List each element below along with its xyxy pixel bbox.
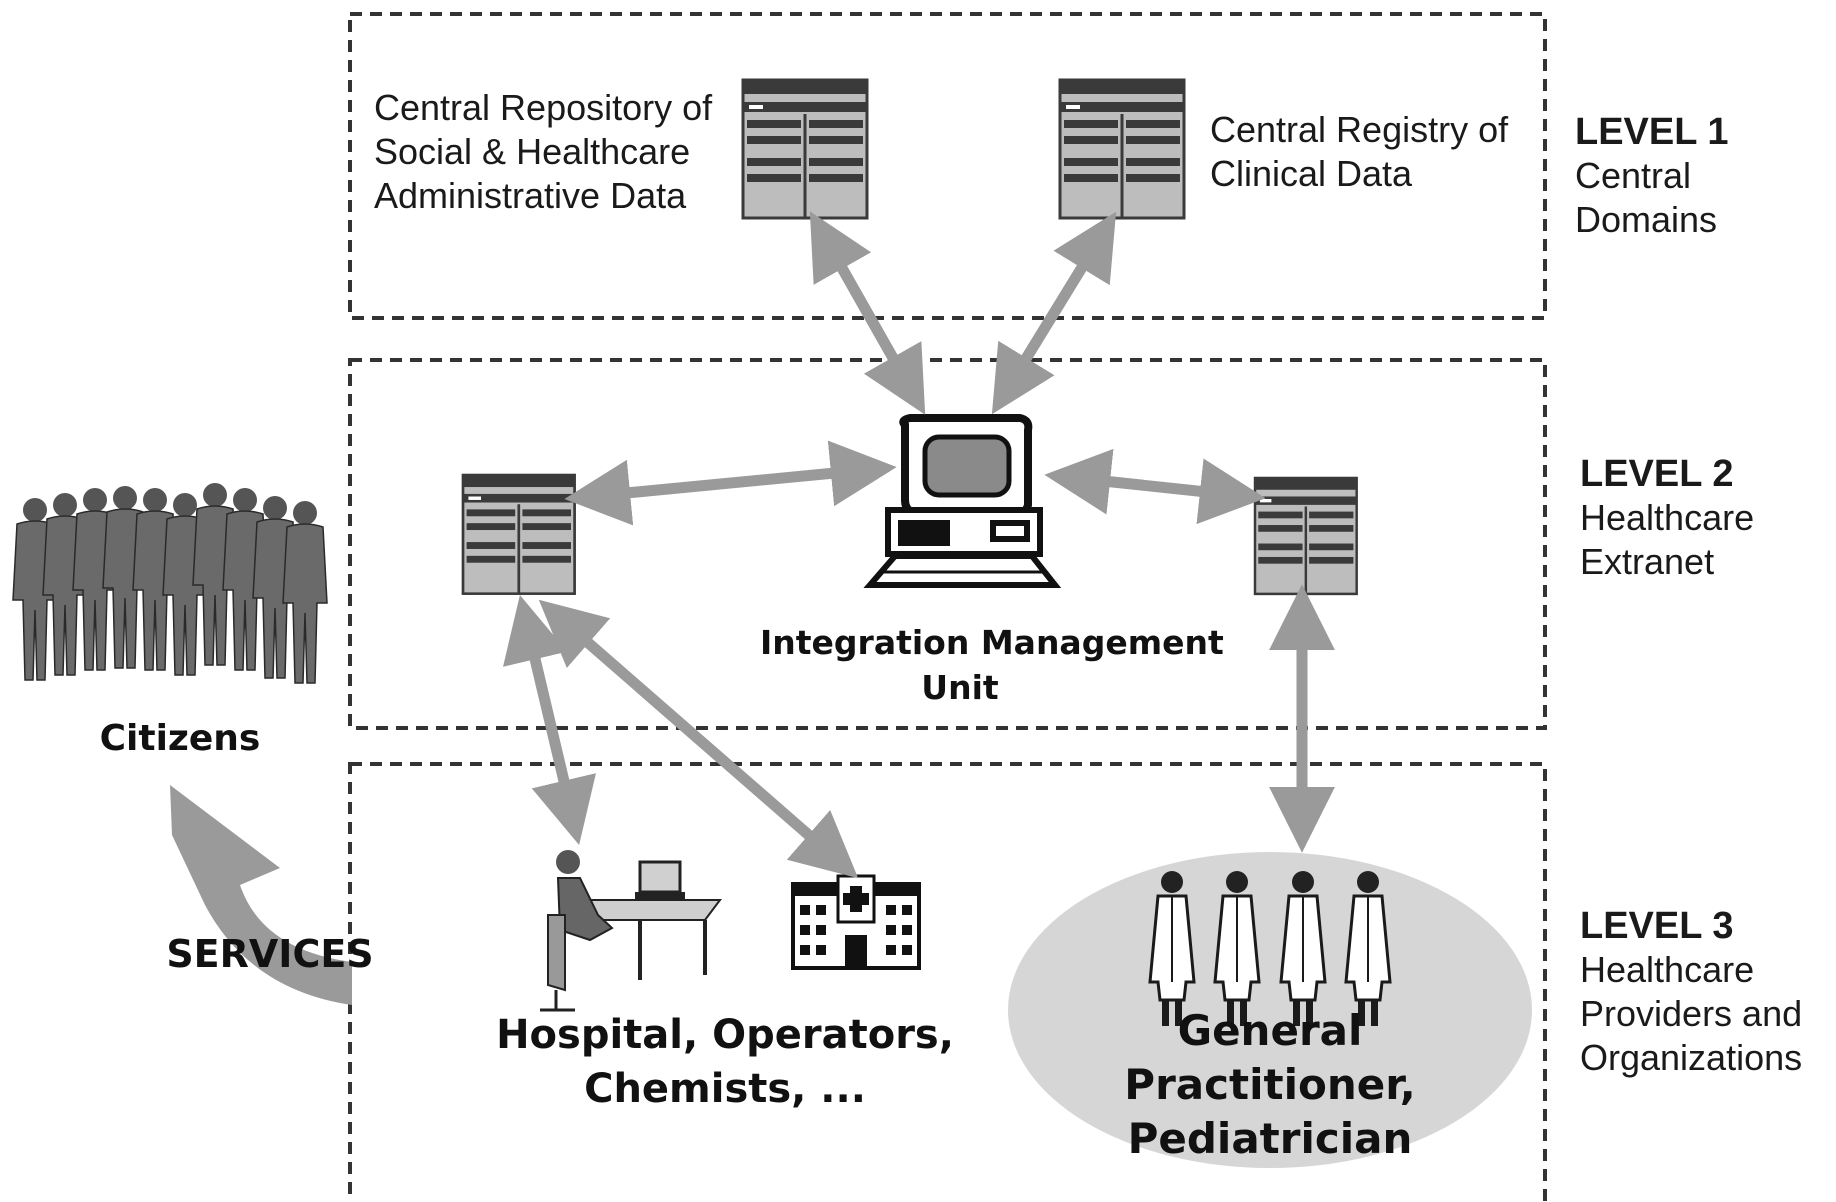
computer-icon	[863, 414, 1062, 588]
hospital-label: Hospital, Operators, Chemists, ...	[496, 1012, 954, 1112]
operator-workstation-icon	[540, 850, 722, 1012]
gp-ellipse	[1008, 852, 1532, 1168]
level3-label: LEVEL 3 Healthcare Providers and Organiz…	[1580, 905, 1803, 1078]
level2-label: LEVEL 2 Healthcare Extranet	[1580, 453, 1755, 582]
arrow-leftdb-unit	[564, 440, 897, 526]
registry-database-icon	[1058, 78, 1186, 220]
repository-label: Central Repository of Social & Healthcar…	[374, 87, 713, 216]
left-database-icon	[461, 473, 576, 596]
registry-label: Central Registry of Clinical Data	[1210, 109, 1509, 194]
level2-box	[348, 358, 1547, 730]
arrow-leftdb-operator	[503, 595, 596, 845]
services-label: SERVICES	[166, 932, 374, 976]
citizens-label: Citizens	[99, 718, 261, 759]
arrow-leftdb-hospital	[538, 599, 859, 879]
repository-database-icon	[741, 78, 869, 220]
level1-box	[348, 12, 1547, 320]
arrow-unit-rightdb	[1044, 448, 1266, 525]
arrow-repo-unit	[809, 211, 926, 415]
arrow-registry-unit	[991, 211, 1117, 415]
level1-label: LEVEL 1 Central Domains	[1575, 111, 1729, 240]
gp-label: General Practitioner, Pediatrician	[1124, 1006, 1416, 1163]
citizens-icon	[12, 482, 328, 684]
integration-unit-label: Integration Management Unit	[760, 623, 1224, 707]
right-database-icon	[1253, 476, 1358, 596]
services-arrow	[170, 785, 352, 1005]
hospital-building-icon	[791, 874, 921, 970]
